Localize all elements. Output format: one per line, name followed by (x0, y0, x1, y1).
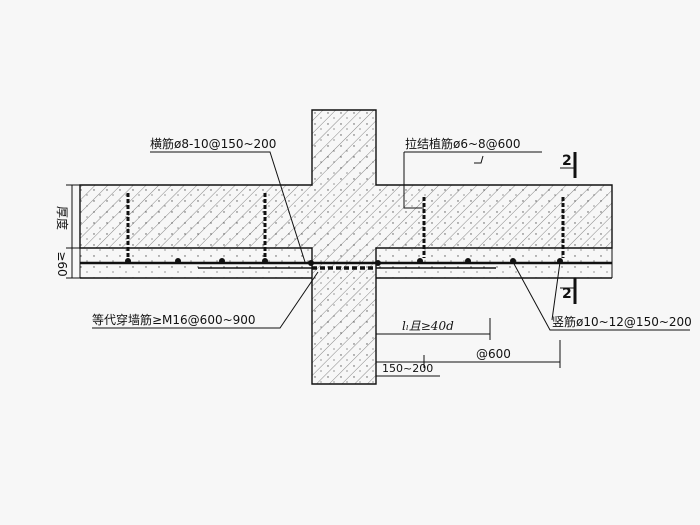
through-wall-bar-label: 等代穿墙筋≥M16@600~900 (92, 312, 256, 327)
horizontal-bar-label: 横筋ø8-10@150~200 (150, 136, 276, 151)
section-mark-top: 2 (560, 152, 577, 178)
dim-150-200-label: 150~200 (382, 362, 433, 375)
section-mark-bottom: 2 (560, 278, 577, 304)
spacing-600-label: @600 (476, 347, 511, 361)
leader-vertical-bar (512, 261, 690, 331)
dim-150-200 (375, 370, 440, 382)
anchor-length-dimension (376, 318, 491, 340)
anchor-length-label: lₗ且≥40d (402, 319, 454, 333)
section-mark-top-label: 2 (562, 153, 572, 169)
left-dimensions (66, 184, 80, 279)
spacing-600-dimension (376, 340, 561, 368)
min-60-label: ≥60 (55, 251, 69, 276)
leader-horizontal-bar (150, 151, 306, 263)
leader-through-wall (92, 271, 319, 329)
leader-tie-bar (403, 151, 542, 209)
horizontal-bars (80, 261, 612, 270)
thickness-label: 厚度 (55, 206, 70, 230)
vertical-bar-label: 竖筋ø10~12@150~200 (552, 314, 692, 329)
tie-bars (126, 193, 565, 258)
bar-dots (125, 258, 563, 266)
section-mark-bottom-label: 2 (562, 286, 572, 302)
tie-bar-label: 拉结植筋ø6~8@600 (405, 136, 521, 151)
concrete-wall (79, 109, 613, 385)
